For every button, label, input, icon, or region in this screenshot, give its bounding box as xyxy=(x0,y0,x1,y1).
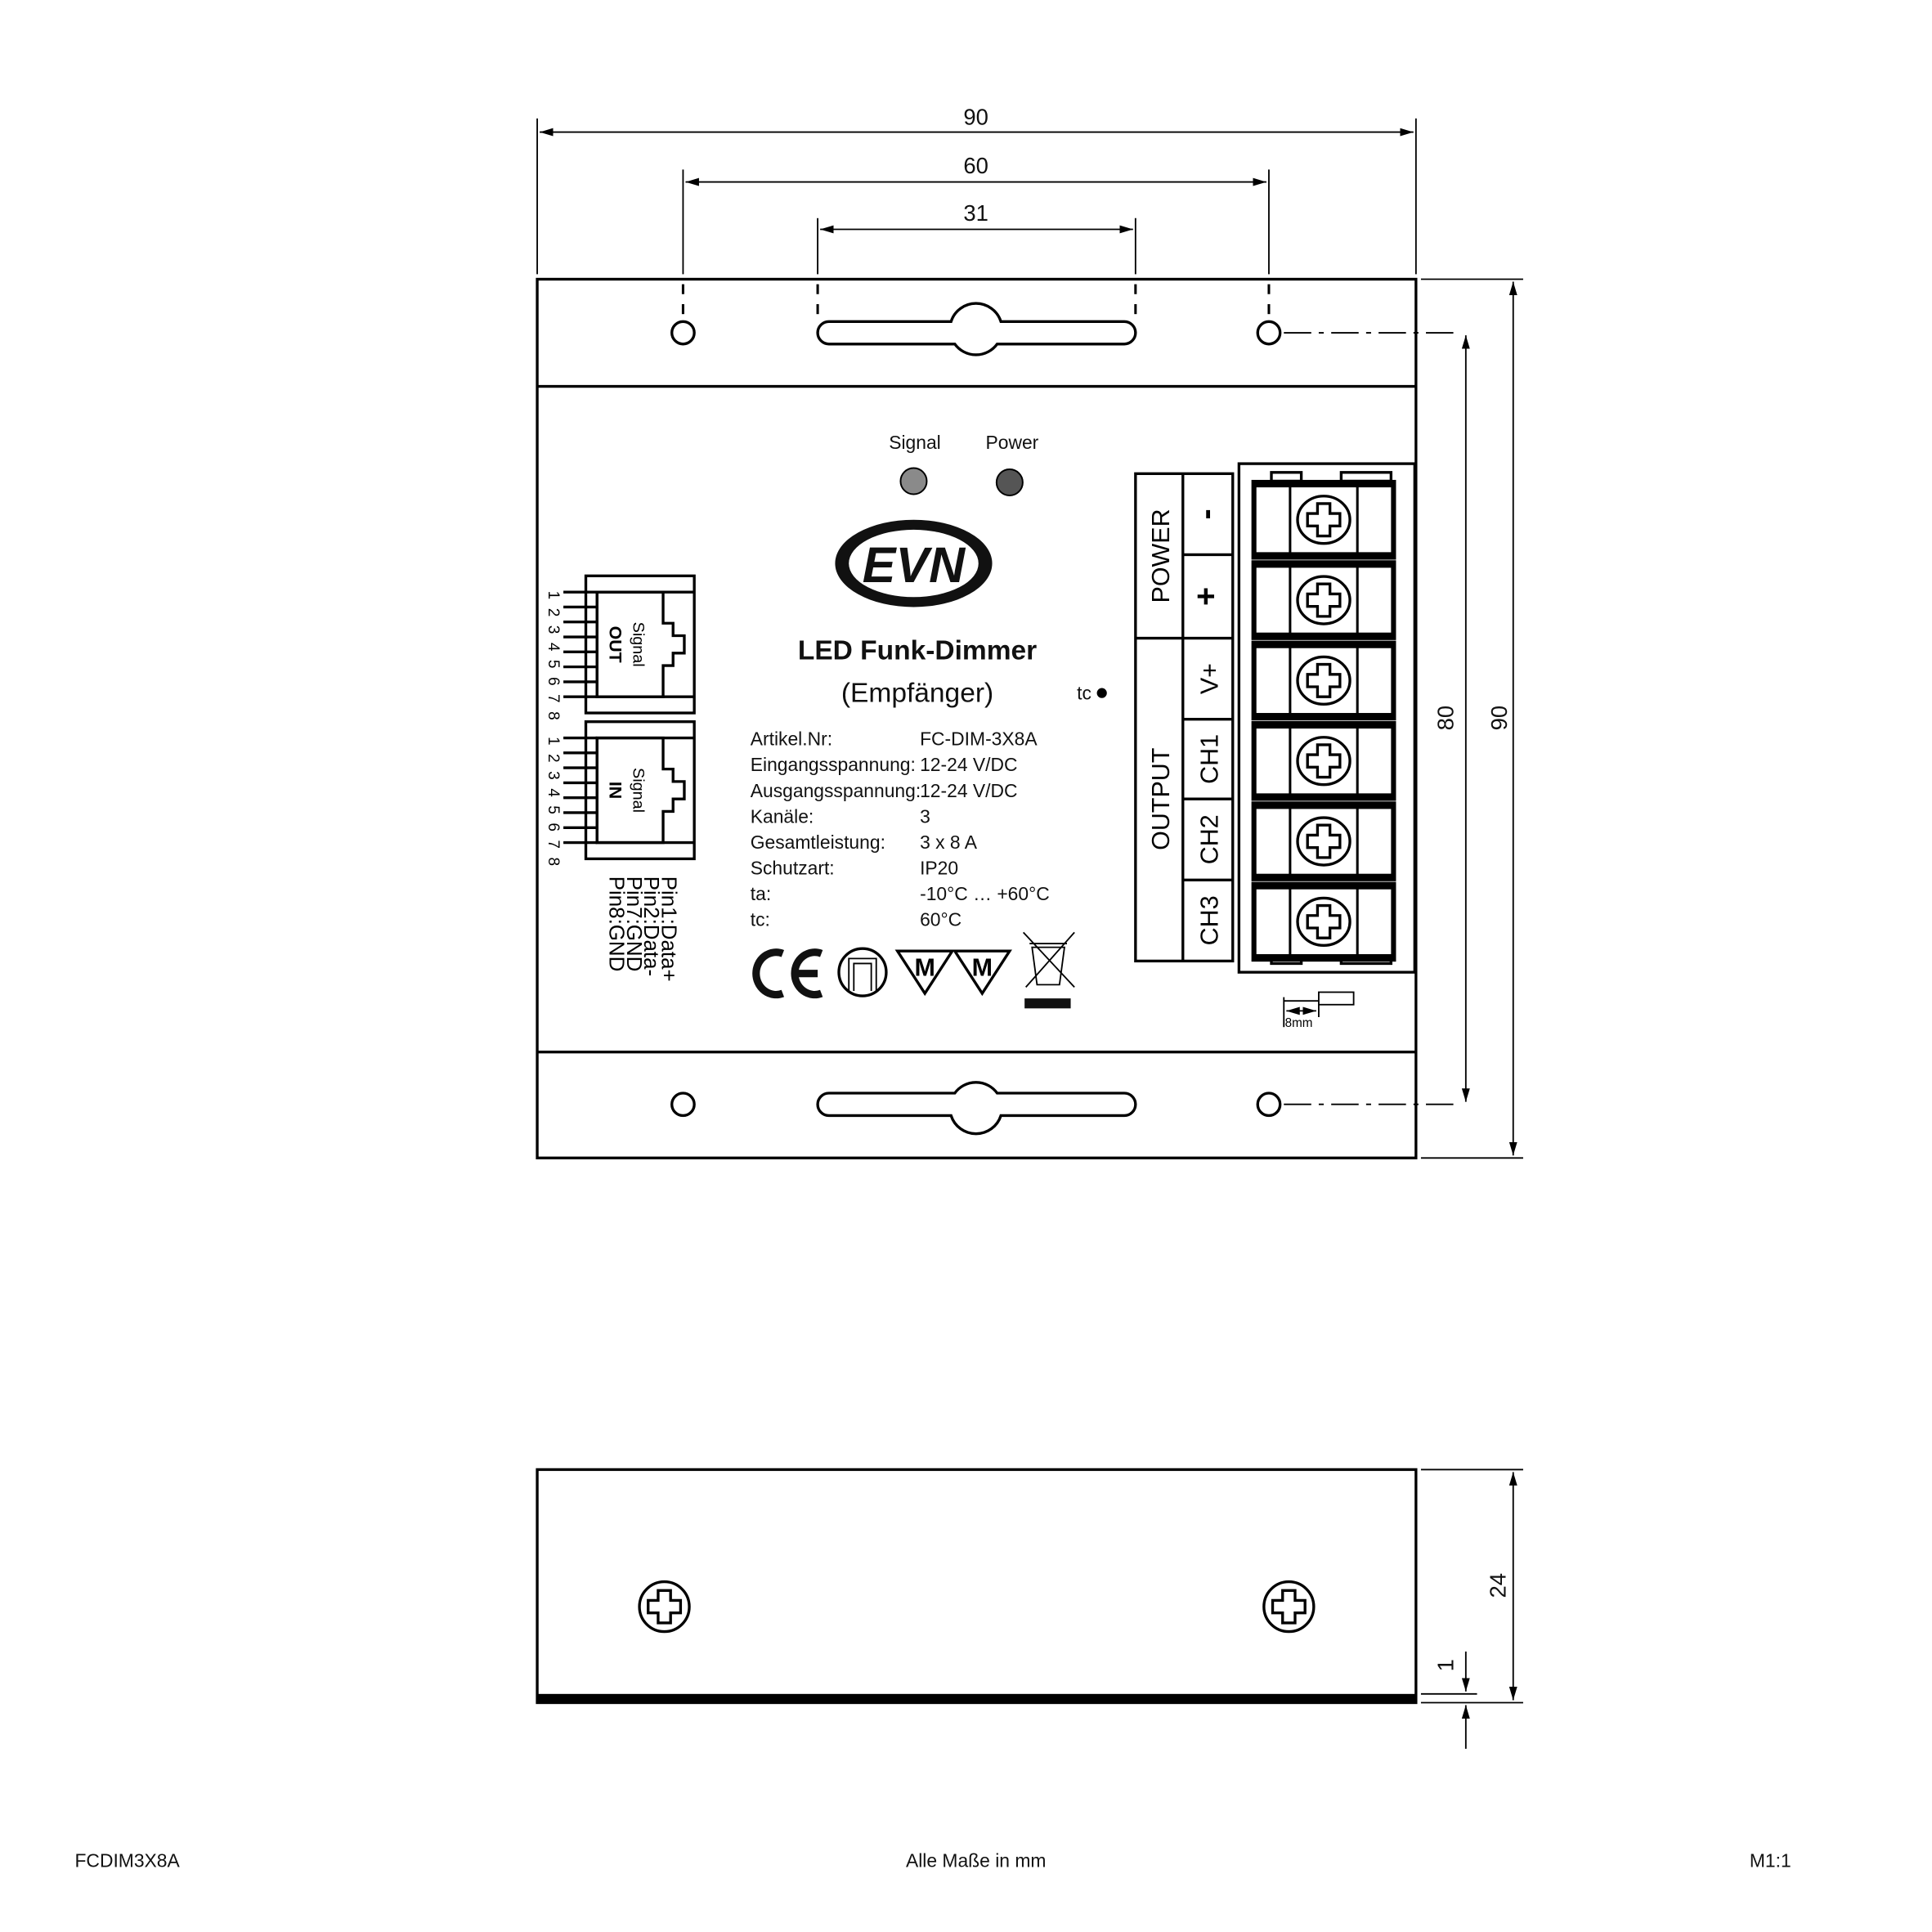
spec-key: Ausgangsspannung: xyxy=(751,780,921,801)
svg-text:M: M xyxy=(914,954,935,982)
dimension-height-90: 90 xyxy=(1420,278,1523,1159)
svg-text:Signal: Signal xyxy=(629,622,647,667)
pinout-item: Pin7:GND xyxy=(622,876,645,972)
mounting-hole xyxy=(1256,320,1282,346)
svg-text:80: 80 xyxy=(1433,706,1459,731)
spec-key: tc: xyxy=(751,909,770,930)
spec-value: -10°C … +60°C xyxy=(920,883,1050,904)
spec-value: 60°C xyxy=(920,909,962,930)
spec-key: Artikel.Nr: xyxy=(751,728,832,750)
svg-text:EVN: EVN xyxy=(863,537,966,593)
pin-numbers-out: 1 2 3 4 5 6 7 8 xyxy=(545,591,562,723)
svg-text:Signal: Signal xyxy=(629,768,647,813)
terminal-screw-icon[interactable] xyxy=(1296,896,1352,948)
terminal-screw-icon[interactable] xyxy=(1296,495,1352,545)
spec-key: Gesamtleistung: xyxy=(751,832,885,853)
spec-value: 3 x 8 A xyxy=(920,832,978,853)
signal-in-connector xyxy=(563,720,696,861)
dimension-base-1: 1 xyxy=(1433,1651,1470,1749)
terminal-label: - xyxy=(1188,509,1224,519)
power-led xyxy=(995,468,1024,496)
terminal-label: CH1 xyxy=(1195,734,1223,784)
scale-note: M1:1 xyxy=(1750,1850,1791,1871)
connector-label-in: Signal IN xyxy=(605,768,647,813)
strip-length-icon: 8mm xyxy=(1283,991,1355,1030)
certification-symbols: M M xyxy=(752,931,1075,1009)
signal-out-connector xyxy=(563,574,696,715)
dimension-hole-spacing-80: 80 xyxy=(1433,335,1470,1102)
units-note: Alle Maße in mm xyxy=(906,1850,1046,1871)
terminal-screw-icon[interactable] xyxy=(1296,575,1352,625)
svg-text:IN: IN xyxy=(605,782,625,799)
svg-text:1: 1 xyxy=(1433,1659,1459,1671)
terminal-screw-icon[interactable] xyxy=(1296,655,1352,706)
spec-key: ta: xyxy=(751,883,771,904)
ce-mark-icon xyxy=(752,948,823,999)
spec-key: Schutzart: xyxy=(751,857,835,878)
screw-icon xyxy=(1262,1580,1316,1634)
product-title: LED Funk-Dimmer xyxy=(798,635,1037,666)
evn-logo: EVN xyxy=(835,519,993,607)
output-group-label: OUTPUT xyxy=(1147,748,1175,850)
weee-bin-icon xyxy=(1022,931,1075,1009)
m-mark-icon: M xyxy=(952,949,1012,997)
tc-marker-label: tc xyxy=(1077,682,1092,703)
spec-value: FC-DIM-3X8A xyxy=(920,728,1038,750)
svg-text:M: M xyxy=(972,954,993,982)
terminal-label: V+ xyxy=(1195,663,1223,694)
svg-text:90: 90 xyxy=(1486,706,1512,731)
power-led-label: Power xyxy=(986,432,1039,453)
dimension-slot-31: 31 xyxy=(817,200,1136,275)
svg-text:60: 60 xyxy=(963,153,988,178)
svg-text:OUT: OUT xyxy=(605,626,625,663)
m-mark-icon: M xyxy=(894,949,955,997)
mounting-slot xyxy=(816,1081,1137,1136)
screw-icon xyxy=(638,1580,691,1634)
dimension-hole-spacing-60: 60 xyxy=(682,153,1270,275)
mounting-hole xyxy=(670,1092,696,1118)
svg-text:31: 31 xyxy=(963,200,988,226)
terminal-screw-icon[interactable] xyxy=(1296,736,1352,787)
pinout-item: Pin1:Data+ xyxy=(657,876,680,982)
spec-value: 12-24 V/DC xyxy=(920,780,1017,801)
class-symbol-icon xyxy=(837,947,888,997)
pinout-item: Pin8:GND xyxy=(604,876,627,972)
spec-key: Kanäle: xyxy=(751,805,814,827)
terminal-block xyxy=(1237,462,1417,974)
svg-text:90: 90 xyxy=(963,104,988,129)
terminal-label: CH3 xyxy=(1195,895,1223,945)
mounting-slot xyxy=(816,302,1137,356)
terminal-label-box: POWER OUTPUT xyxy=(1134,472,1235,963)
connector-label-out: Signal OUT xyxy=(605,622,647,667)
svg-text:24: 24 xyxy=(1486,1573,1511,1598)
power-group-label: POWER xyxy=(1147,509,1175,603)
spec-value: IP20 xyxy=(920,857,958,878)
article-code: FCDIM3X8A xyxy=(74,1850,180,1871)
signal-led-label: Signal xyxy=(889,432,941,453)
dimension-depth-24: 24 xyxy=(1420,1468,1523,1704)
spec-value: 3 xyxy=(920,805,930,827)
side-view-housing xyxy=(536,1468,1418,1705)
terminal-label: CH2 xyxy=(1195,814,1223,864)
terminal-screw-icon[interactable] xyxy=(1296,816,1352,867)
spec-key: Eingangsspannung: xyxy=(751,754,916,775)
product-subtitle: (Empfänger) xyxy=(841,678,993,708)
terminal-label: + xyxy=(1188,587,1224,606)
mounting-hole xyxy=(1256,1092,1282,1118)
tc-point-icon xyxy=(1096,688,1107,698)
pin-numbers-in: 1 2 3 4 5 6 7 8 xyxy=(545,737,562,868)
spec-value: 12-24 V/DC xyxy=(920,754,1017,775)
signal-led xyxy=(899,467,928,495)
mounting-hole xyxy=(670,320,696,346)
svg-text:8mm: 8mm xyxy=(1285,1016,1313,1030)
spec-table: Artikel.Nr: FC-DIM-3X8AEingangsspannung:1… xyxy=(751,728,1050,930)
dimension-width-90: 90 xyxy=(536,104,1417,275)
pinout-item: Pin2:Data- xyxy=(639,876,662,976)
